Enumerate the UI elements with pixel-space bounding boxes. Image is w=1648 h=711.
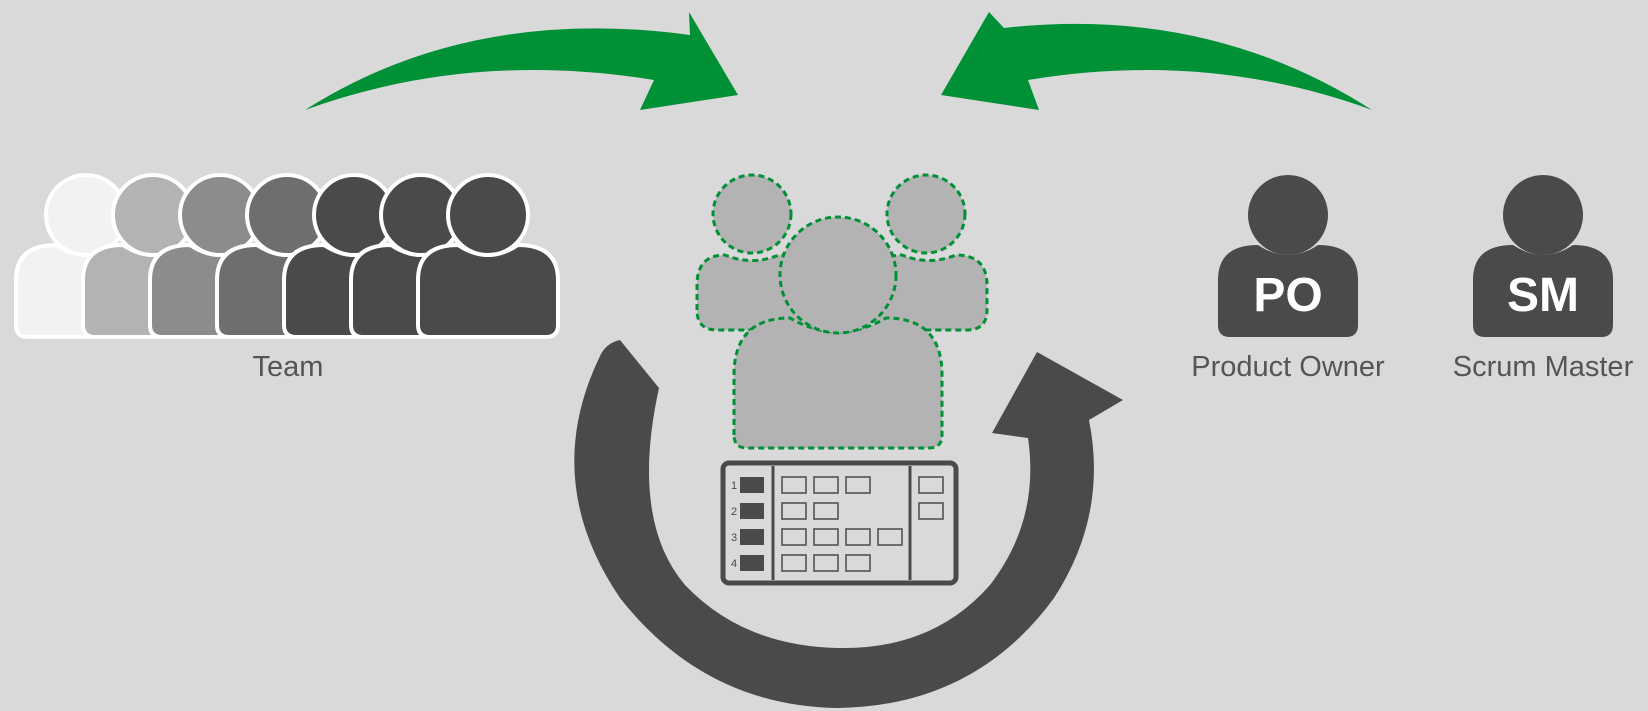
board-task-card	[813, 476, 839, 494]
board-task-card	[845, 554, 871, 572]
board-task-card	[781, 502, 807, 520]
board-task-card	[845, 528, 871, 546]
task-board-icon: 1 2 3 4	[720, 460, 959, 586]
board-task-card	[813, 528, 839, 546]
board-done-card	[918, 476, 944, 494]
board-story-block	[740, 477, 764, 493]
right-green-arrow-icon	[941, 12, 1372, 110]
board-done-card	[918, 502, 944, 520]
board-task-card	[877, 528, 903, 546]
board-row-number: 4	[731, 558, 737, 570]
board-task-card	[781, 528, 807, 546]
board-row-number: 2	[731, 506, 737, 518]
product-owner-badge: PO	[1253, 269, 1322, 322]
product-owner-label: Product Owner	[1191, 351, 1385, 383]
board-row-number: 1	[731, 480, 737, 492]
scrum-master-label: Scrum Master	[1453, 351, 1634, 383]
board-story-block	[740, 529, 764, 545]
sprint-cycle-arrow-icon	[574, 340, 1123, 708]
board-story-block	[740, 503, 764, 519]
board-task-card	[781, 554, 807, 572]
board-row-number: 3	[731, 532, 737, 544]
left-green-arrow-icon	[305, 12, 738, 110]
board-task-card	[813, 502, 839, 520]
board-task-card	[813, 554, 839, 572]
team-label: Team	[253, 351, 324, 383]
board-story-block	[740, 555, 764, 571]
team-people-icon	[14, 173, 560, 339]
board-task-card	[845, 476, 871, 494]
board-task-card	[781, 476, 807, 494]
scrum-team-group-icon	[695, 173, 989, 450]
scrum-master-badge: SM	[1507, 269, 1579, 322]
